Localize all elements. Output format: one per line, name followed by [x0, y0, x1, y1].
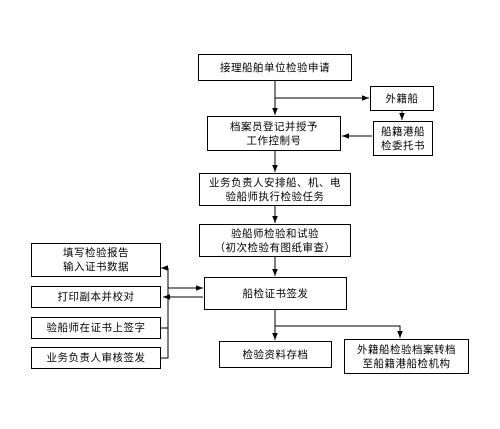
- connector-left-bus: [161, 268, 169, 359]
- node-assign-surveyors: 业务负责人安排船、机、电 验船师执行检验任务: [199, 173, 351, 206]
- node-inspection: 验船师检验和试验 （初次检验有图纸审查）: [199, 224, 351, 257]
- node-foreign-ship: 外籍船: [370, 86, 434, 111]
- node-accept-application: 接理船舶单位检验申请: [198, 54, 352, 81]
- arrow-certificate-to-transfer: [275, 325, 403, 338]
- node-archive: 检验资料存档: [219, 341, 332, 368]
- node-fill-report: 填写检验报告 输入证书数据: [31, 243, 161, 277]
- node-print-copy: 打印副本并校对: [31, 286, 161, 308]
- node-transfer-archive: 外籍船检验档案转档 至船籍港船检机构: [344, 339, 469, 374]
- node-manager-review: 业务负责人审核签发: [31, 347, 161, 369]
- node-surveyor-sign: 验船师在证书上签字: [31, 317, 161, 339]
- node-register: 档案员登记并授予 工作控制号: [207, 116, 341, 151]
- node-port-commission: 船籍港船 检委托书: [373, 121, 433, 156]
- node-certificate-issue: 船检证书签发: [204, 277, 347, 310]
